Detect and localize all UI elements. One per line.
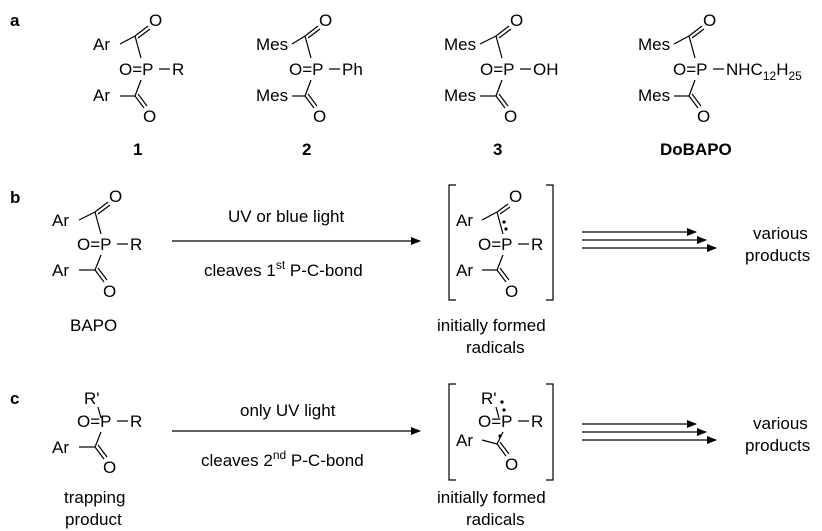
compound-3-structure: Mes O O=P OH Mes O bbox=[444, 11, 559, 126]
svg-text:O: O bbox=[505, 455, 518, 474]
svg-text:R: R bbox=[531, 412, 543, 431]
multi-arrow-b bbox=[582, 228, 717, 252]
radicals-c-line1: initially formed bbox=[437, 488, 546, 507]
svg-text:R: R bbox=[130, 412, 142, 431]
atom-oh: OH bbox=[533, 60, 559, 79]
atom-mes-top: Mes bbox=[638, 35, 670, 54]
products-b-line2: products bbox=[745, 246, 810, 265]
atom-op: O=P bbox=[480, 60, 515, 79]
compound-label-1: 1 bbox=[133, 140, 142, 159]
bapo-label: BAPO bbox=[70, 316, 117, 335]
atom-o-top: O bbox=[319, 11, 332, 30]
atom-mes-bottom: Mes bbox=[444, 86, 476, 105]
radicals-c-line2: radicals bbox=[466, 510, 525, 529]
svg-text:Ar: Ar bbox=[456, 211, 473, 230]
svg-text:O=P: O=P bbox=[478, 412, 513, 431]
arrow-c-condition: only UV light bbox=[240, 401, 336, 420]
svg-text:Ar: Ar bbox=[52, 438, 69, 457]
svg-text:R': R' bbox=[84, 389, 100, 408]
atom-o-bottom: O bbox=[143, 107, 156, 126]
atom-o-top: O bbox=[703, 11, 716, 30]
atom-o-top: O bbox=[149, 11, 162, 30]
trapping-label-line1: trapping bbox=[64, 488, 125, 507]
svg-text:O: O bbox=[505, 282, 518, 301]
atom-mes-bottom: Mes bbox=[638, 86, 670, 105]
atom-mes-top: Mes bbox=[444, 35, 476, 54]
svg-text:R: R bbox=[531, 235, 543, 254]
atom-ar-bottom: Ar bbox=[93, 86, 110, 105]
svg-text:R': R' bbox=[481, 389, 497, 408]
trapping-product-structure: R' O=P R Ar O bbox=[52, 389, 142, 477]
radicals-b-line1: initially formed bbox=[437, 316, 546, 335]
svg-text:O: O bbox=[509, 187, 522, 206]
atom-ar-top: Ar bbox=[93, 35, 110, 54]
atom-op: O=P bbox=[119, 60, 154, 79]
arrow-b-condition: UV or blue light bbox=[228, 207, 345, 226]
radicals-b-line2: radicals bbox=[466, 338, 525, 357]
svg-text:O=P: O=P bbox=[77, 235, 112, 254]
atom-o-bottom: O bbox=[697, 107, 710, 126]
atom-o-bottom: O bbox=[313, 107, 326, 126]
svg-text:O: O bbox=[109, 187, 122, 206]
atom-nhc: NHC12H25 bbox=[726, 60, 802, 83]
atom-ph: Ph bbox=[342, 60, 363, 79]
compound-dobapo-structure: Mes O O=P NHC12H25 Mes O bbox=[638, 11, 802, 126]
compound-1-structure: Ar O O=P R Ar O bbox=[93, 11, 184, 126]
multi-arrow-c bbox=[582, 420, 717, 444]
panel-label-b: b bbox=[10, 188, 20, 207]
atom-op: O=P bbox=[289, 60, 324, 79]
svg-text:O: O bbox=[103, 458, 116, 477]
panel-label-c: c bbox=[10, 389, 19, 408]
radical-intermediate-b: Ar O O=P R Ar O bbox=[448, 184, 554, 301]
panel-label-a: a bbox=[10, 11, 20, 30]
atom-mes-top: Mes bbox=[256, 35, 288, 54]
compound-label-2: 2 bbox=[302, 140, 311, 159]
arrow-c-cleavage: cleaves 2nd P-C-bond bbox=[201, 448, 364, 470]
compound-label-dobapo: DoBAPO bbox=[660, 140, 732, 159]
atom-o-bottom: O bbox=[504, 107, 517, 126]
products-c-line1: various bbox=[753, 414, 808, 433]
svg-text:Ar: Ar bbox=[52, 261, 69, 280]
compound-2-structure: Mes O O=P Ph Mes O bbox=[256, 11, 363, 126]
products-c-line2: products bbox=[745, 436, 810, 455]
products-b-line1: various bbox=[753, 224, 808, 243]
atom-o-top: O bbox=[510, 11, 523, 30]
bapo-structure: Ar O O=P R Ar O bbox=[52, 187, 142, 301]
svg-text:Ar: Ar bbox=[456, 431, 473, 450]
svg-text:Ar: Ar bbox=[52, 211, 69, 230]
compound-label-3: 3 bbox=[493, 140, 502, 159]
svg-text:R: R bbox=[130, 235, 142, 254]
atom-r: R bbox=[172, 60, 184, 79]
trapping-label-line2: product bbox=[65, 510, 122, 529]
svg-text:O=P: O=P bbox=[478, 235, 513, 254]
svg-text:Ar: Ar bbox=[456, 261, 473, 280]
svg-text:O=P: O=P bbox=[77, 412, 112, 431]
arrow-b-cleavage: cleaves 1st P-C-bond bbox=[204, 258, 363, 280]
atom-op: O=P bbox=[673, 60, 708, 79]
svg-text:O: O bbox=[103, 282, 116, 301]
atom-mes-bottom: Mes bbox=[256, 86, 288, 105]
radical-intermediate-c: R' O=P R Ar O bbox=[448, 383, 554, 481]
